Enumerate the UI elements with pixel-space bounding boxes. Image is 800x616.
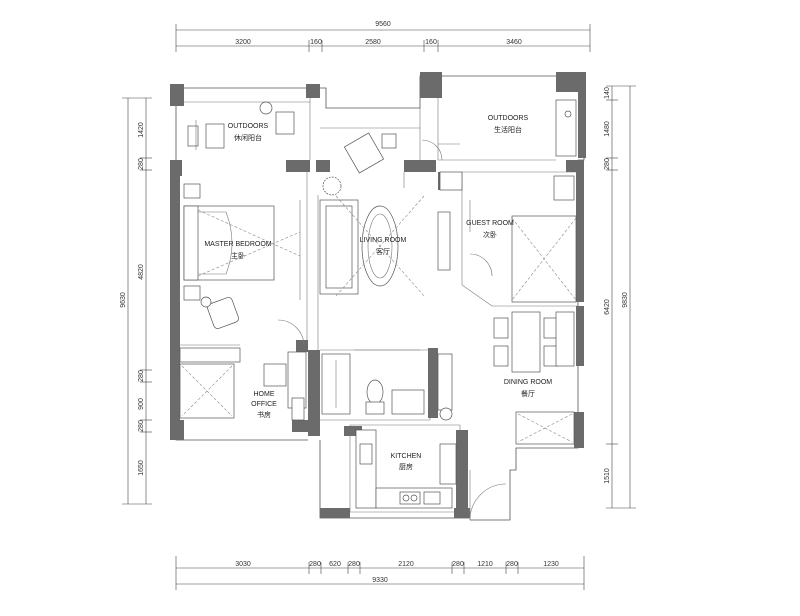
top-dim-2: 160 <box>310 39 322 46</box>
bottom-dim-9: 1230 <box>543 561 559 568</box>
label-outdoors-right: OUTDOORS <box>488 115 529 122</box>
left-dim-7: 1650 <box>138 460 145 476</box>
left-dim-4: 280 <box>138 370 145 382</box>
right-dim-3: 280 <box>604 158 611 170</box>
bottom-dim-3: 620 <box>329 561 341 568</box>
left-total-dim: 9630 <box>120 292 127 308</box>
top-dim-4: 160 <box>425 39 437 46</box>
label-outdoors-left: OUTDOORS <box>228 123 269 130</box>
bottom-total-dim: 9330 <box>372 577 388 584</box>
label-guest-room: GUEST ROOM <box>466 220 514 227</box>
top-dim-1: 3200 <box>235 39 251 46</box>
bottom-dim-5: 2120 <box>398 561 414 568</box>
label-master-bedroom-cn: 主卧 <box>231 251 245 260</box>
label-living-room: LIVING ROOM <box>360 237 407 244</box>
right-dim-4: 6420 <box>604 299 611 315</box>
left-dim-5: 900 <box>138 398 145 410</box>
bottom-dim-6: 280 <box>452 561 464 568</box>
label-master-bedroom: MASTER BEDROOM <box>204 241 271 248</box>
label-dining-room: DINING ROOM <box>504 379 552 386</box>
top-dimensions: 9560 3200 160 2580 160 3460 <box>175 21 591 52</box>
label-dining-room-cn: 餐厅 <box>521 389 535 398</box>
right-dim-2: 1480 <box>604 121 611 137</box>
right-dimensions: 140 1480 280 6420 1510 9830 <box>604 85 636 509</box>
left-dim-3: 4820 <box>138 264 145 280</box>
label-home-office-1: HOME <box>254 391 275 398</box>
left-dim-6: 280 <box>138 420 145 432</box>
right-dim-1: 140 <box>604 87 611 99</box>
bottom-dim-7: 1210 <box>477 561 493 568</box>
label-kitchen: KITCHEN <box>391 453 422 460</box>
bottom-dim-4: 280 <box>348 561 360 568</box>
furniture <box>179 99 577 521</box>
label-guest-room-cn: 次卧 <box>483 230 497 239</box>
label-home-office-cn: 书房 <box>257 410 271 419</box>
label-home-office-2: OFFICE <box>251 401 277 408</box>
room-labels: OUTDOORS 休闲阳台 OUTDOORS 生活阳台 MASTER BEDRO… <box>204 115 552 471</box>
left-dim-2: 280 <box>138 158 145 170</box>
label-outdoors-left-cn: 休闲阳台 <box>234 133 262 142</box>
right-total-dim: 9830 <box>622 292 629 308</box>
top-dim-3: 2580 <box>365 39 381 46</box>
bottom-dim-2: 280 <box>309 561 321 568</box>
bottom-dim-8: 280 <box>506 561 518 568</box>
left-dim-1: 1420 <box>138 122 145 138</box>
bottom-dim-1: 3030 <box>235 561 251 568</box>
right-dim-5: 1510 <box>604 468 611 484</box>
bottom-dimensions: 3030 280 620 280 2120 280 1210 280 1230 … <box>175 556 585 590</box>
top-dim-5: 3460 <box>506 39 522 46</box>
left-dimensions: 9630 1420 280 4820 280 900 280 1650 <box>120 97 152 505</box>
label-outdoors-right-cn: 生活阳台 <box>494 125 522 134</box>
label-living-room-cn: 客厅 <box>376 247 390 256</box>
label-kitchen-cn: 厨房 <box>399 462 413 471</box>
top-total-dim: 9560 <box>375 21 391 28</box>
